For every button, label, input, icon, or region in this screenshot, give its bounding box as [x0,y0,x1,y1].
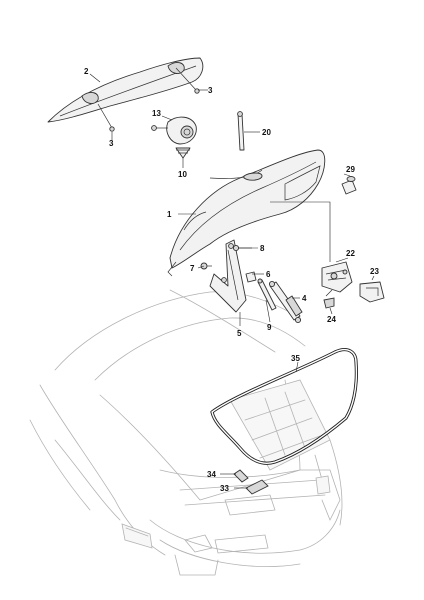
callout-3: 3 [109,139,114,148]
callout-20: 20 [262,128,271,137]
hinge-and-strut [200,239,303,324]
callout-3: 3 [208,86,213,95]
callout-29: 29 [346,165,355,174]
callout-8: 8 [260,244,265,253]
trunk-floor-fasteners [233,469,269,495]
callout-35: 35 [291,354,300,363]
latch-cable [270,201,331,262]
callout-4: 4 [302,294,307,303]
trunk-seal-35 [210,348,358,465]
callout-10: 10 [178,170,187,179]
callout-34: 34 [207,470,216,479]
lock-cylinder-assembly [151,116,197,159]
rear-spoiler-2 [47,57,204,132]
car-rear-body [29,289,343,576]
callout-6: 6 [266,270,271,279]
callout-labels: 2 3 3 13 10 20 29 1 8 7 6 4 5 9 22 23 24… [84,67,379,493]
callout-9: 9 [267,323,272,332]
callout-2: 2 [84,67,89,76]
callout-1: 1 [167,210,172,219]
callout-22: 22 [346,249,355,258]
rod-20 [237,111,245,151]
callout-5: 5 [237,329,242,338]
callout-24: 24 [327,315,336,324]
trunk-latch [321,261,385,309]
callout-7: 7 [190,264,195,273]
leader-lines [89,73,375,489]
callout-13: 13 [152,109,161,118]
callout-33: 33 [220,484,229,493]
callout-23: 23 [370,267,379,276]
buffer-29 [341,176,357,195]
trunk-lid-1 [167,149,326,277]
